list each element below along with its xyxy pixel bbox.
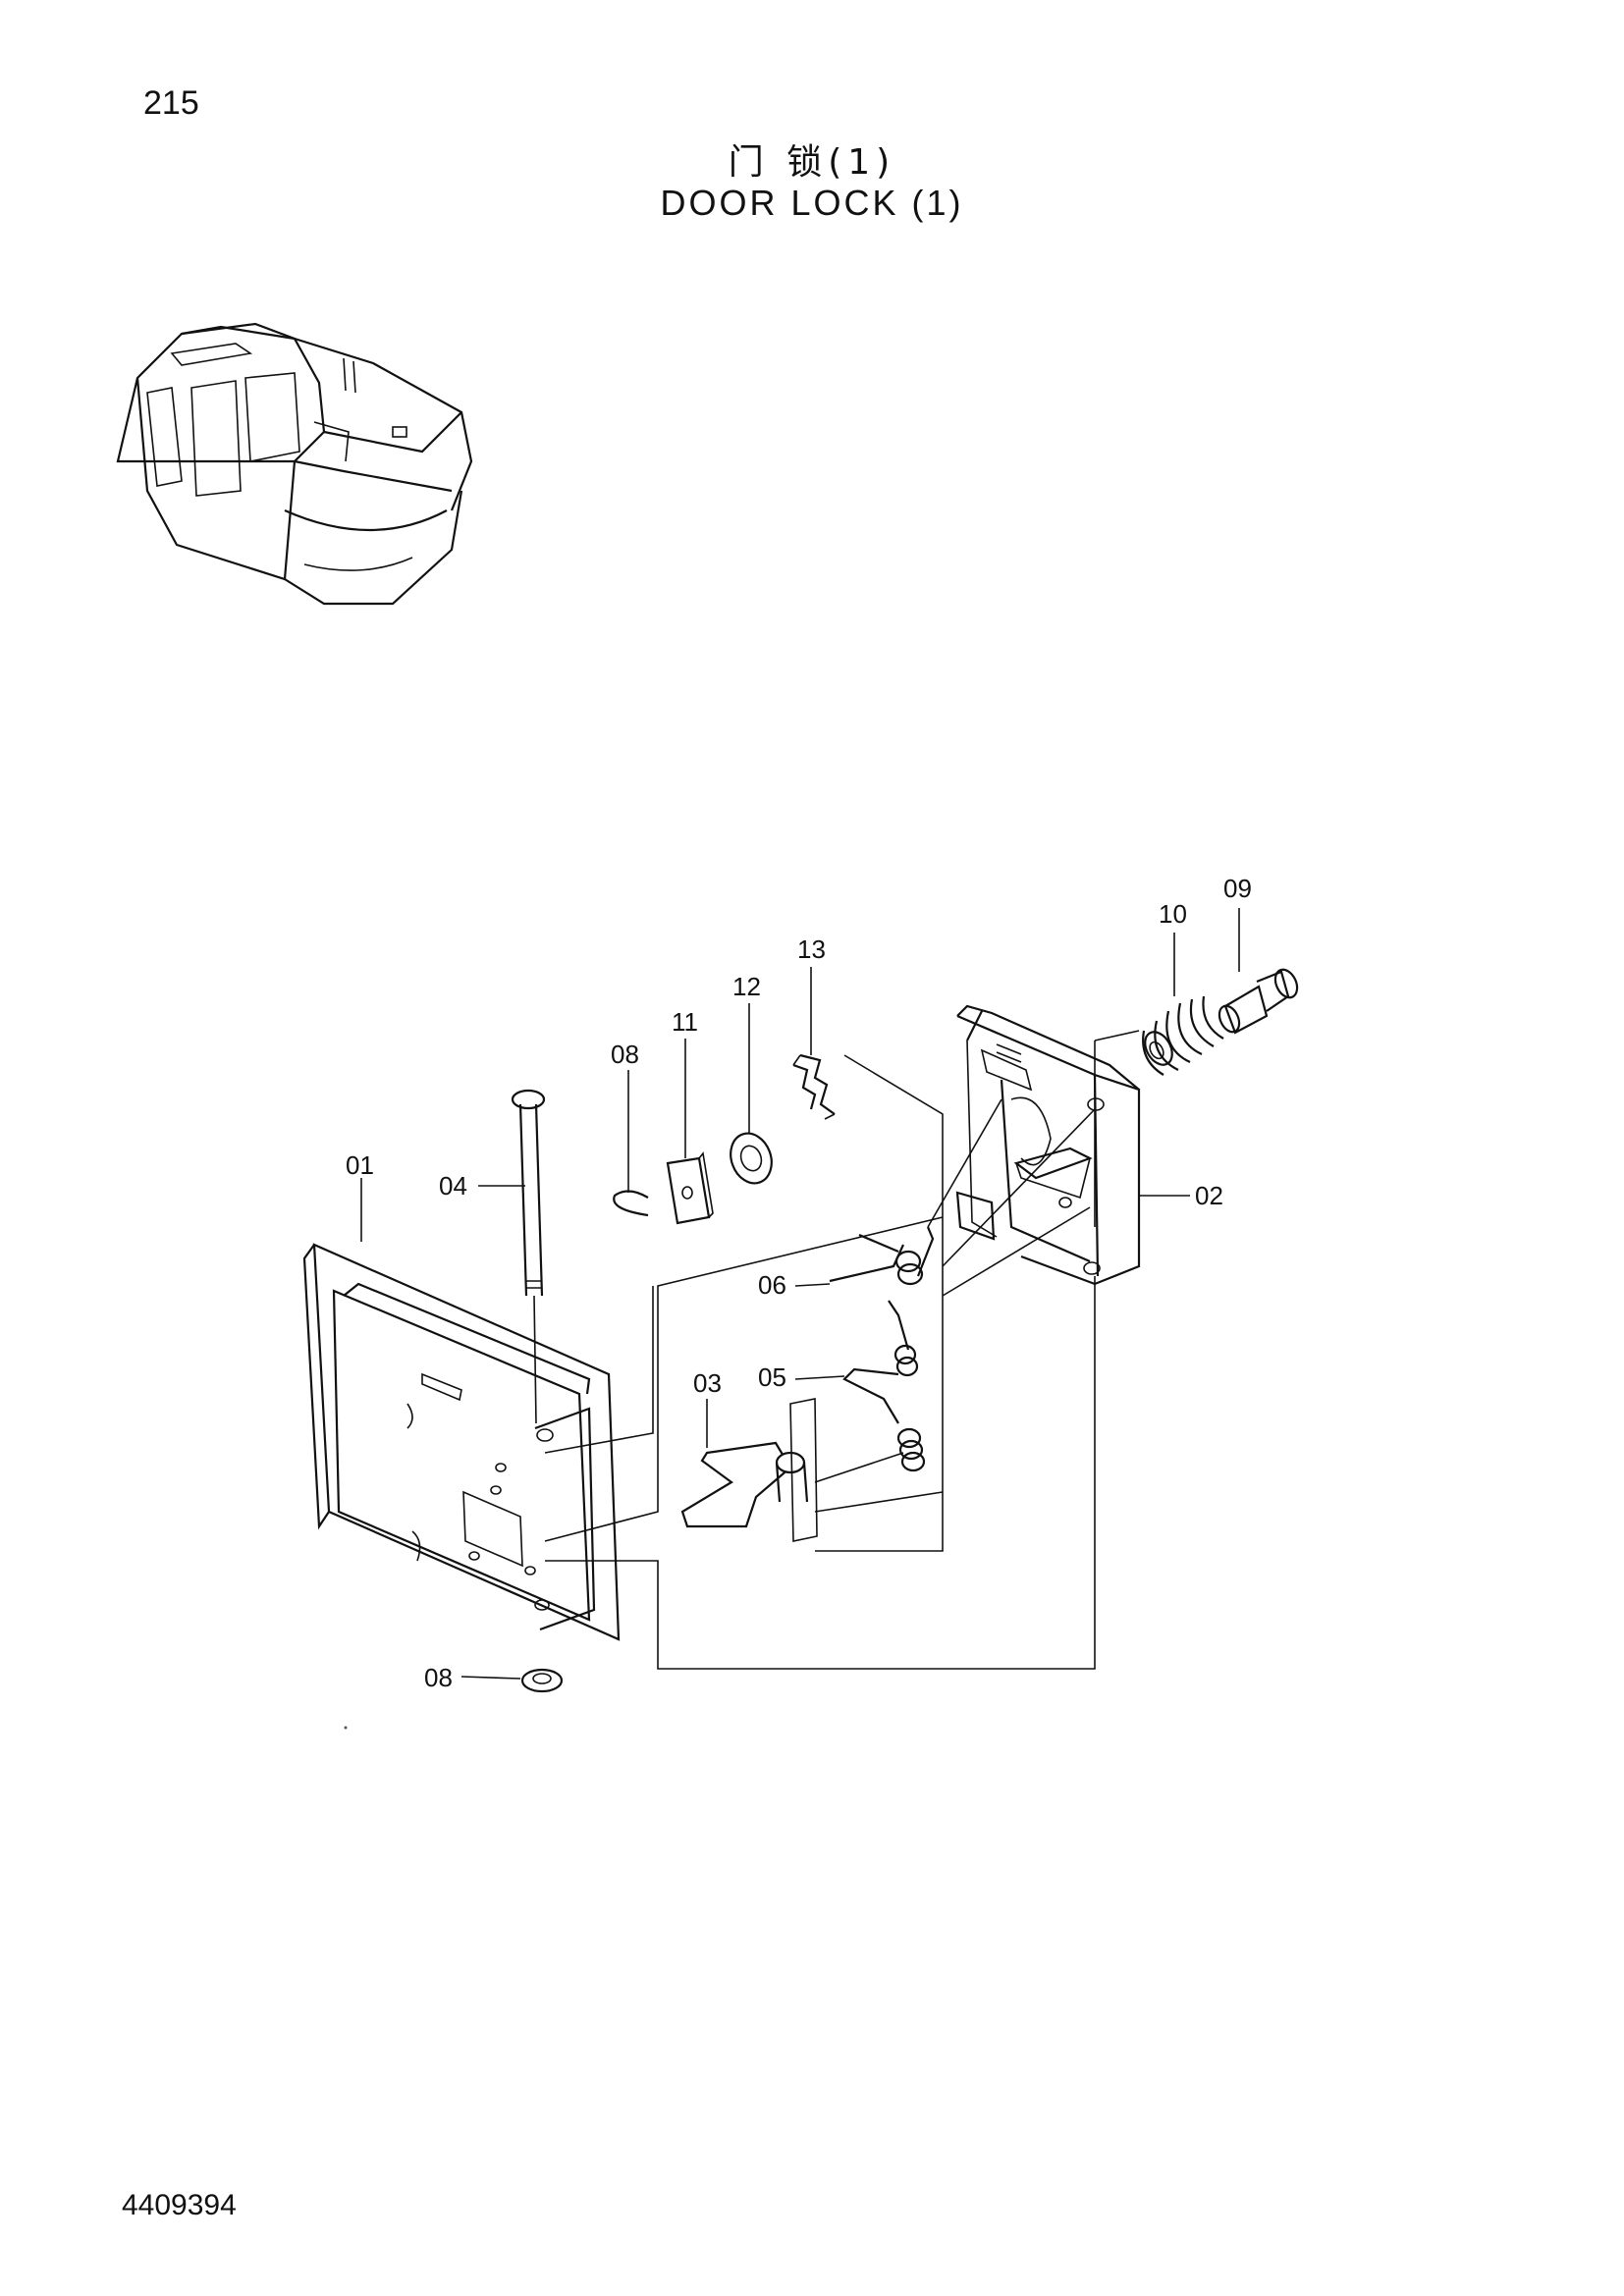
part-10-spring (1142, 995, 1224, 1076)
callout-08-lower: 08 (424, 1663, 453, 1692)
title-english: DOOR LOCK (1) (660, 183, 964, 223)
callout-09: 09 (1223, 874, 1252, 903)
part-13-clip (792, 1053, 836, 1120)
excavator-cab-locator-sketch (116, 322, 473, 606)
leader-lines (360, 908, 1240, 1680)
callout-04: 04 (439, 1171, 467, 1201)
part-01-lock-housing (302, 1243, 621, 1641)
part-12-washer (730, 1132, 773, 1185)
part-08-e-ring-upper (613, 1190, 649, 1217)
callout-12: 12 (732, 972, 761, 1001)
part-08-e-ring-lower (520, 1668, 564, 1693)
callout-01: 01 (346, 1150, 374, 1180)
part-05-spring (842, 1300, 926, 1472)
callout-08-upper: 08 (611, 1040, 639, 1069)
callout-13: 13 (797, 934, 826, 964)
callout-03: 03 (693, 1368, 722, 1398)
callout-06: 06 (758, 1270, 786, 1300)
title-chinese: 门 锁(1) (728, 142, 896, 183)
part-11-plate (666, 1151, 714, 1225)
callout-02: 02 (1195, 1181, 1223, 1210)
part-02-bracket (955, 1004, 1141, 1286)
part-06-spring (829, 1226, 935, 1286)
callout-05: 05 (758, 1362, 786, 1392)
page-number: 215 (143, 84, 199, 122)
part-09-bolt (1218, 968, 1299, 1035)
stray-dot (344, 1726, 348, 1730)
callout-10: 10 (1159, 899, 1187, 929)
document-number: 4409394 (122, 2189, 237, 2221)
part-04-pin (511, 1089, 546, 1424)
part-03-latch (680, 1398, 818, 1542)
assembly-guide-lines (544, 1030, 1140, 1670)
callout-11: 11 (672, 1007, 698, 1037)
